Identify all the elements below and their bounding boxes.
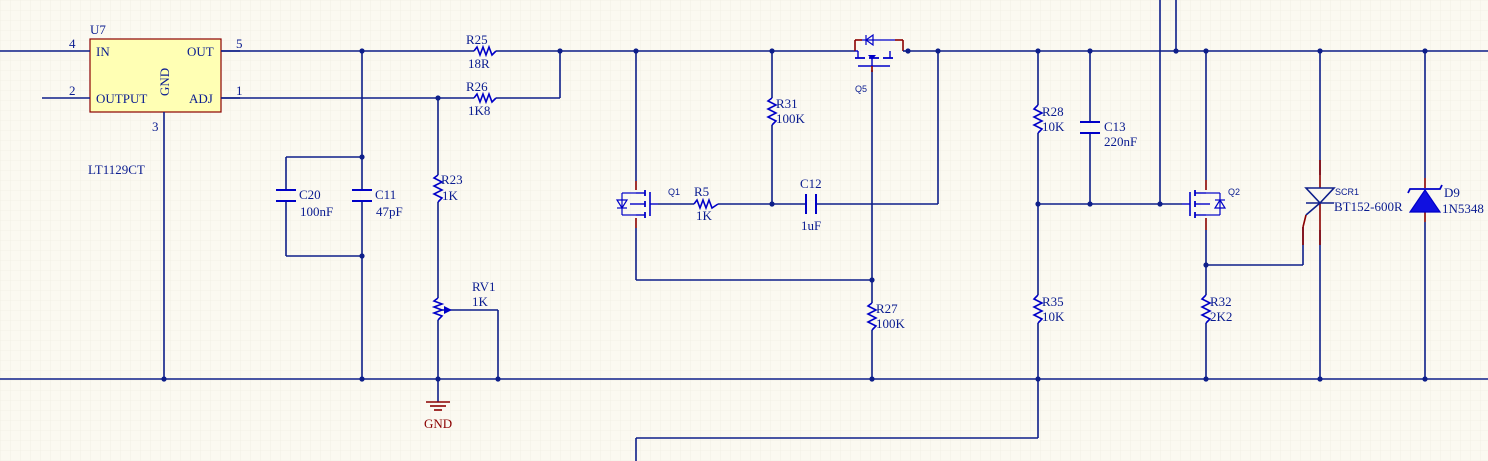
q5-ref: Q5 [855,84,867,94]
r28-value: 10K [1042,119,1065,134]
mosfet-q5[interactable]: Q5 [854,33,910,94]
resistor-r23[interactable]: R23 1K [432,172,463,203]
u7-pin-num-out: 5 [236,36,243,51]
r32-ref: R32 [1210,294,1232,309]
r35-symbol [1032,294,1044,324]
u7-pin-gnd-label: GND [157,68,172,96]
r26-value: 1K8 [468,103,490,118]
r27-symbol [866,302,878,331]
u7-body [89,38,222,113]
u7-pin-num-adj: 1 [236,83,243,98]
d9-value: 1N5348 [1442,201,1484,216]
resistor-r31[interactable]: R31 100K [766,96,806,126]
rv1-ref: RV1 [472,279,496,294]
c13-value: 220nF [1104,134,1137,149]
c12-value: 1uF [801,218,821,233]
u7-pin-in-label: IN [96,44,110,59]
rv1-wiper-arrow [444,306,452,314]
mosfet-q2[interactable]: Q2 [1182,180,1240,230]
gnd-label: GND [424,416,452,431]
rv1-value: 1K [472,294,489,309]
u7-pin-num-output: 2 [69,83,76,98]
c20-value: 100nF [300,204,333,219]
u7-pin-num-in: 4 [69,36,76,51]
u7-pin-num-gnd: 3 [152,119,159,134]
c13-ref: C13 [1104,119,1126,134]
resistor-r35[interactable]: R35 10K [1032,294,1065,324]
r27-value: 100K [876,316,906,331]
q2-ref: Q2 [1228,187,1240,197]
capacitor-c20[interactable]: C20 100nF [276,187,333,219]
resistor-r28[interactable]: R28 10K [1032,104,1065,134]
r35-value: 10K [1042,309,1065,324]
u7-pin-out-label: OUT [187,44,214,59]
r26-symbol [473,91,497,105]
rv1-symbol [431,297,445,321]
u7-regulator[interactable]: U7 IN OUTPUT OUT ADJ GND 4 2 5 1 3 LT112… [69,22,243,177]
r23-value: 1K [442,188,459,203]
r23-ref: R23 [441,172,463,187]
u7-pin-adj-label: ADJ [189,91,213,106]
r28-ref: R28 [1042,104,1064,119]
r31-ref: R31 [776,96,798,111]
scr1-value: BT152-600R [1334,199,1403,214]
r28-symbol [1032,104,1044,134]
thyristor-scr1[interactable]: SCR1 BT152-600R [1302,160,1403,245]
d9-ref: D9 [1444,185,1460,200]
r5-symbol [693,197,719,211]
c11-value: 47pF [376,204,403,219]
junctions [161,48,1428,382]
scr1-ref: SCR1 [1335,187,1359,197]
u7-pin-output-label: OUTPUT [96,91,147,106]
resistor-r32[interactable]: R32 2K2 [1200,294,1232,324]
capacitor-c11[interactable]: C11 47pF [352,187,403,219]
mosfet-q1[interactable]: Q1 [615,181,680,228]
capacitor-c12[interactable]: C12 1uF [800,176,822,233]
r27-ref: R27 [876,301,898,316]
r31-symbol [766,97,778,126]
r5-ref: R5 [694,184,709,199]
r32-symbol [1200,294,1212,324]
r25-symbol [473,44,497,58]
u7-designator: U7 [90,22,106,37]
r5-value: 1K [696,208,713,223]
r32-value: 2K2 [1210,309,1232,324]
c20-ref: C20 [299,187,321,202]
c12-ref: C12 [800,176,822,191]
ground-symbol[interactable]: GND [424,401,452,431]
q1-ref: Q1 [668,187,680,197]
resistor-r27[interactable]: R27 100K [866,301,906,331]
r35-ref: R35 [1042,294,1064,309]
r25-ref: R25 [466,32,488,47]
r25-value: 18R [468,56,490,71]
c11-ref: C11 [375,187,396,202]
potentiometer-rv1[interactable]: RV1 1K [431,279,496,321]
zener-diode-d9[interactable]: D9 1N5348 [1407,178,1484,222]
r23-symbol [432,174,444,203]
resistor-r26[interactable]: R26 1K8 [466,79,497,118]
r31-value: 100K [776,111,806,126]
u7-part-number: LT1129CT [88,162,145,177]
r26-ref: R26 [466,79,488,94]
resistor-r25[interactable]: R25 18R [466,32,497,71]
capacitor-c13[interactable]: C13 220nF [1080,119,1137,149]
resistor-r5[interactable]: R5 1K [693,184,719,223]
